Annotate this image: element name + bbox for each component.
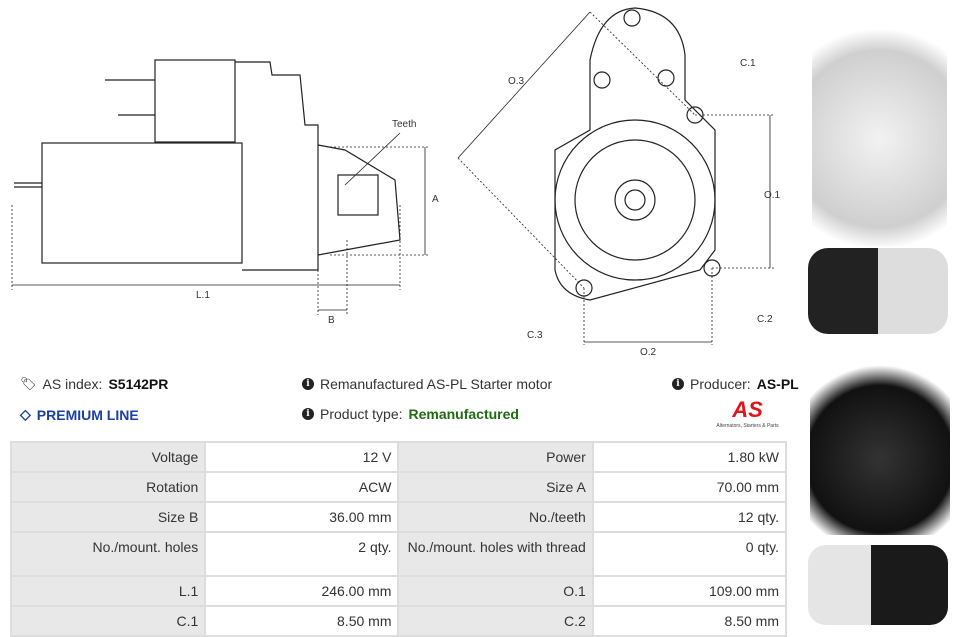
product-type-value: Remanufactured: [408, 406, 519, 422]
spec-value: 36.00 mm: [204, 501, 400, 533]
diamond-icon: ◇: [20, 406, 31, 422]
spec-value: 8.50 mm: [204, 605, 400, 637]
spec-value: 109.00 mm: [591, 575, 788, 607]
logo-tagline: Alternators, Starters & Parts: [716, 423, 779, 429]
spec-value: 70.00 mm: [591, 471, 788, 503]
info-icon: i: [302, 378, 314, 390]
spec-label: L.1: [9, 575, 207, 607]
info-icon: i: [302, 408, 314, 420]
as-index: 🏷 AS index: S5142PR: [20, 376, 168, 392]
spec-label: No./mount. holes: [9, 531, 207, 577]
product-photo-front[interactable]: [812, 8, 947, 246]
label-c2: C.2: [757, 314, 773, 325]
label-b: B: [328, 315, 335, 326]
as-index-label: AS index:: [42, 376, 103, 392]
spec-value: 2 qty.: [204, 531, 400, 577]
as-pl-logo: AS Alternators, Starters & Parts: [700, 399, 795, 429]
label-l1: L.1: [196, 290, 210, 301]
spec-value: 12 V: [204, 441, 400, 473]
description: i Remanufactured AS-PL Starter motor: [302, 376, 552, 392]
producer: i Producer: AS-PL: [672, 376, 799, 392]
product-photo-rear[interactable]: [810, 345, 950, 535]
label-c3: C.3: [527, 330, 543, 341]
label-o1: O.1: [764, 190, 781, 201]
label-c1: C.1: [740, 58, 756, 69]
spec-label: O.1: [397, 575, 594, 607]
spec-label: Voltage: [9, 441, 207, 473]
spec-value: 0 qty.: [591, 531, 788, 577]
spec-label: No./mount. holes with thread: [397, 531, 594, 577]
spec-label: Rotation: [9, 471, 207, 503]
label-a: A: [432, 194, 439, 205]
producer-label: Producer:: [690, 376, 751, 392]
spec-label: Size B: [9, 501, 207, 533]
spec-value: 8.50 mm: [591, 605, 788, 637]
spec-value: ACW: [204, 471, 400, 503]
front-view-drawing: [457, 7, 775, 345]
spec-label: Power: [397, 441, 594, 473]
as-index-value: S5142PR: [108, 376, 169, 392]
description-text: Remanufactured AS-PL Starter motor: [320, 376, 553, 392]
premium-line-badge[interactable]: ◇ PREMIUM LINE: [20, 406, 139, 423]
spec-value: 12 qty.: [591, 501, 788, 533]
product-type: i Product type: Remanufactured: [302, 406, 519, 422]
spec-label: No./teeth: [397, 501, 594, 533]
info-icon: i: [672, 378, 684, 390]
spec-value: 246.00 mm: [204, 575, 400, 607]
logo-mark: AS: [700, 399, 795, 421]
producer-value: AS-PL: [756, 376, 799, 392]
spec-label: C.1: [9, 605, 207, 637]
premium-line-label: PREMIUM LINE: [36, 406, 139, 423]
product-photo-side[interactable]: [808, 248, 948, 334]
label-teeth: Teeth: [392, 119, 417, 130]
label-o3: O.3: [508, 76, 525, 87]
spec-label: Size A: [397, 471, 594, 503]
spec-value: 1.80 kW: [591, 441, 788, 473]
spec-label: C.2: [397, 605, 594, 637]
label-o2: O.2: [640, 347, 657, 358]
tags-icon: 🏷: [20, 376, 37, 391]
product-type-label: Product type:: [320, 406, 403, 422]
product-photo-side-2[interactable]: [808, 545, 948, 625]
side-view-drawing: [11, 59, 430, 315]
